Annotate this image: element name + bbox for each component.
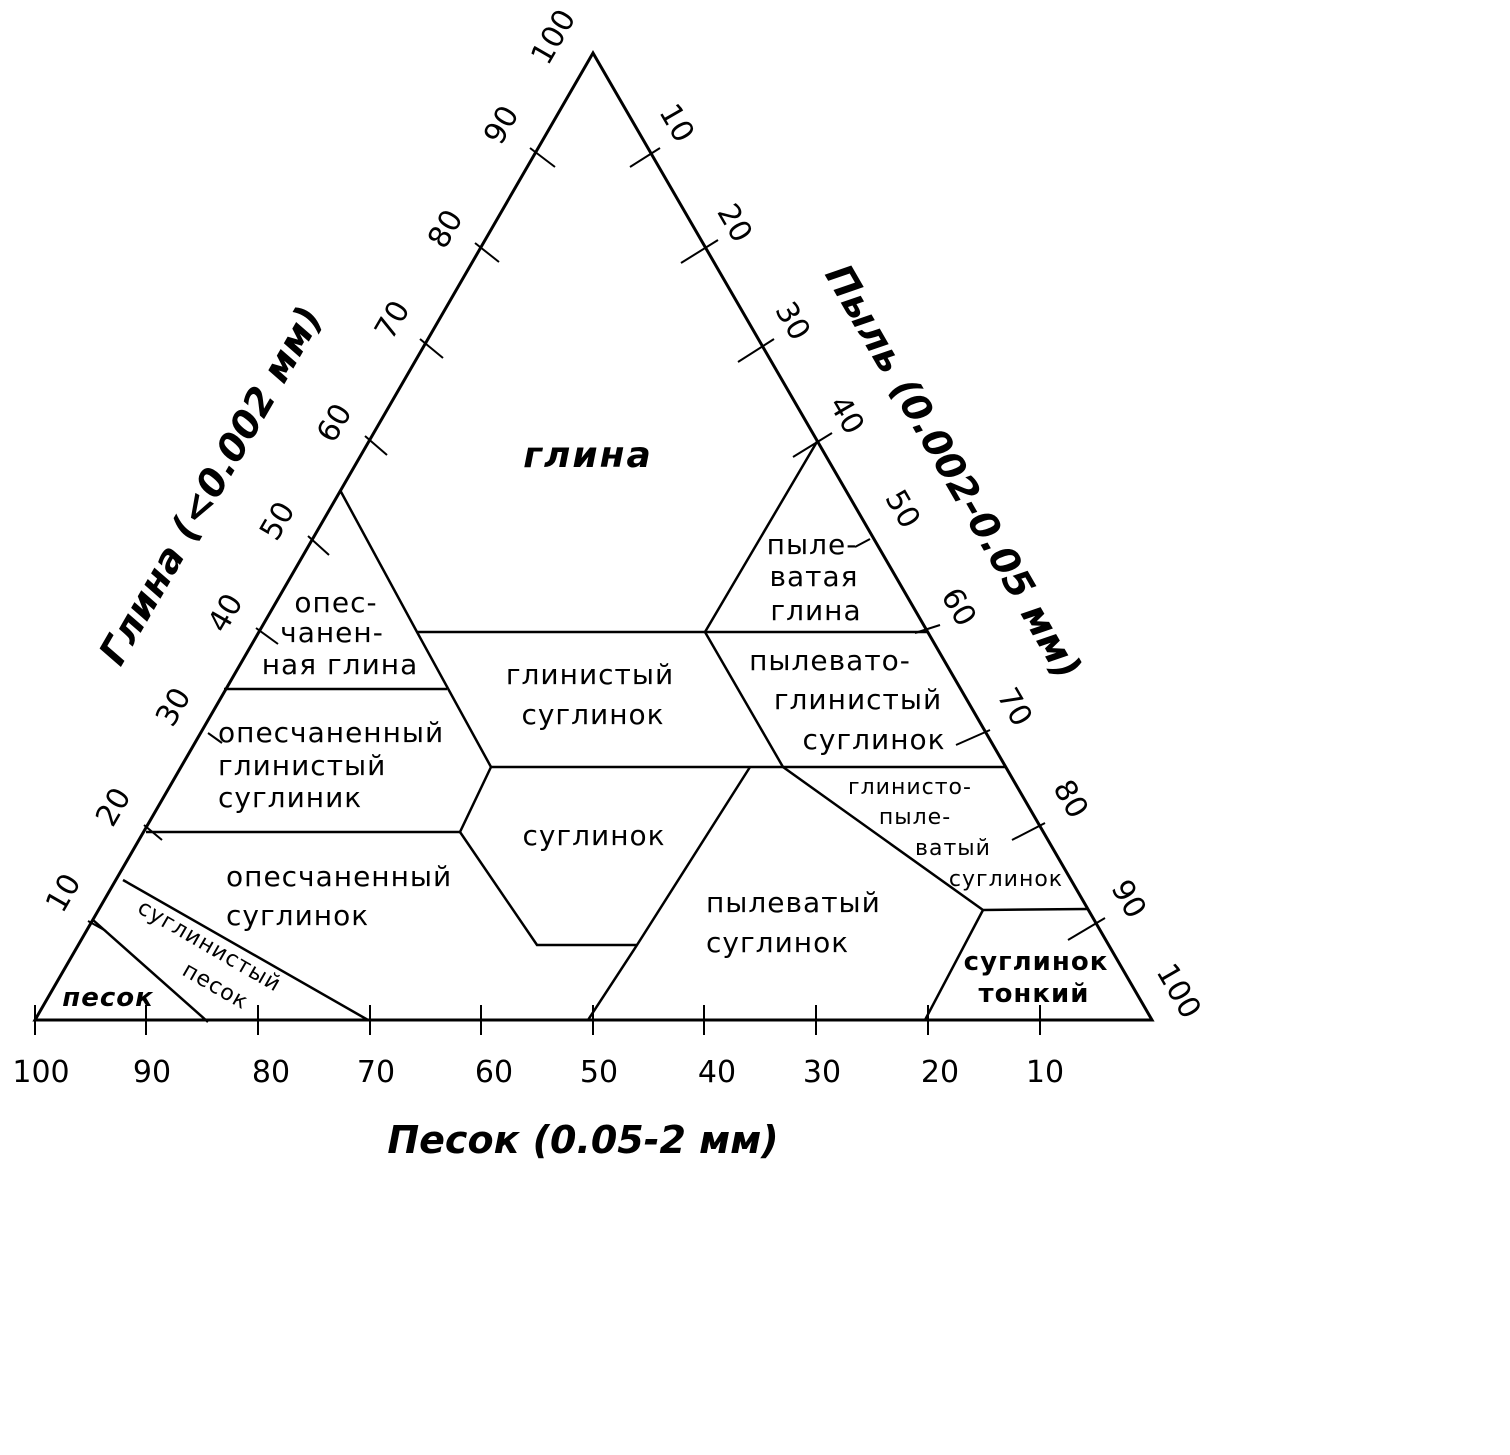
sand-tick-80: 80 bbox=[252, 1055, 290, 1090]
region-labels: глина опес- чанен- ная глина пыле- ватая… bbox=[62, 435, 1109, 1015]
clay-tick-60: 60 bbox=[310, 398, 359, 449]
clay-tick-20: 20 bbox=[89, 782, 138, 833]
svg-text:тонкий: тонкий bbox=[979, 979, 1090, 1009]
svg-text:суглинок: суглинок bbox=[949, 867, 1063, 892]
svg-text:глинистый: глинистый bbox=[218, 749, 386, 782]
silt-tick-90: 90 bbox=[1104, 874, 1153, 925]
svg-text:опесчаненный: опесчаненный bbox=[218, 716, 444, 749]
clay-tick-80: 80 bbox=[421, 204, 470, 255]
svg-text:суглинок: суглинок bbox=[226, 899, 369, 932]
boundary-fine-loam bbox=[923, 909, 985, 1021]
region-fine-loam-label: суглинок тонкий bbox=[964, 947, 1109, 1009]
boundary-loam bbox=[458, 766, 637, 947]
sand-axis-title: Песок (0.05-2 мм) bbox=[387, 1118, 778, 1162]
clay-tick-50: 50 bbox=[253, 496, 302, 547]
svg-text:пыле-: пыле- bbox=[879, 805, 951, 830]
region-silty-clay-label: пыле- ватая глина bbox=[767, 528, 861, 627]
clay-tick-10: 10 bbox=[39, 868, 88, 919]
sand-tick-90: 90 bbox=[133, 1055, 171, 1090]
boundary-silt-loam-left bbox=[586, 766, 752, 1021]
boundary-sandy-loam bbox=[122, 878, 369, 1022]
svg-text:суглинок: суглинок bbox=[706, 926, 849, 959]
svg-text:чанен-: чанен- bbox=[280, 616, 384, 649]
svg-text:ватый: ватый bbox=[915, 836, 991, 861]
sand-tick-70: 70 bbox=[357, 1055, 395, 1090]
svg-text:опесчаненный: опесчаненный bbox=[226, 860, 452, 893]
svg-text:ватая: ватая bbox=[770, 560, 859, 593]
clay-tick-30: 30 bbox=[149, 682, 198, 733]
svg-text:опес-: опес- bbox=[294, 586, 377, 619]
sand-axis-labels: 100 90 80 70 60 50 40 30 20 10 bbox=[12, 1055, 1064, 1090]
svg-text:глинистый: глинистый bbox=[506, 658, 674, 691]
sand-tick-60: 60 bbox=[475, 1055, 513, 1090]
clay-tick-100: 100 bbox=[524, 4, 583, 71]
clay-axis-ticks bbox=[87, 147, 556, 932]
svg-text:суглиник: суглиник bbox=[218, 781, 362, 814]
clay-tick-90: 90 bbox=[477, 100, 526, 151]
boundary-silty-clay bbox=[703, 439, 820, 768]
silt-tick-60: 60 bbox=[934, 582, 983, 633]
svg-text:глина: глина bbox=[770, 594, 861, 627]
region-sandy-clay-label: опес- чанен- ная глина bbox=[262, 586, 418, 681]
silt-tick-70: 70 bbox=[990, 682, 1039, 733]
silt-tick-80: 80 bbox=[1046, 774, 1095, 825]
svg-text:пыле-: пыле- bbox=[767, 528, 858, 561]
region-sandy-clay-loam-label: опесчаненный глинистый суглиник bbox=[218, 716, 444, 814]
region-silty-clay-loam-label: пылевато- глинистый суглинок bbox=[749, 644, 945, 756]
silt-tick-40: 40 bbox=[822, 390, 871, 441]
svg-text:пылеватый: пылеватый bbox=[706, 886, 881, 919]
region-clay-label: глина bbox=[523, 435, 653, 476]
sand-tick-40: 40 bbox=[698, 1055, 736, 1090]
region-clay-silt-loam-label: глинисто- пыле- ватый суглинок bbox=[848, 775, 1063, 892]
region-loam-label: суглинок bbox=[522, 819, 665, 852]
clay-tick-40: 40 bbox=[201, 588, 250, 639]
clay-tick-70: 70 bbox=[368, 295, 417, 346]
region-boundaries bbox=[92, 439, 1088, 1023]
sand-tick-20: 20 bbox=[921, 1055, 959, 1090]
svg-text:суглинок: суглинок bbox=[521, 698, 664, 731]
silt-tick-30: 30 bbox=[768, 296, 817, 347]
sand-axis-ticks bbox=[34, 1005, 1041, 1035]
sand-tick-30: 30 bbox=[803, 1055, 841, 1090]
silt-tick-100: 100 bbox=[1149, 958, 1208, 1025]
sand-tick-50: 50 bbox=[580, 1055, 618, 1090]
region-clay-loam-label: глинистый суглинок bbox=[506, 658, 674, 731]
svg-text:суглинок: суглинок bbox=[802, 723, 945, 756]
sand-tick-100: 100 bbox=[12, 1055, 69, 1090]
silt-tick-50: 50 bbox=[878, 484, 927, 535]
svg-text:ная глина: ная глина bbox=[262, 648, 418, 681]
silt-axis-ticks bbox=[629, 147, 1106, 941]
silt-tick-10: 10 bbox=[652, 98, 701, 149]
region-sand-label: песок bbox=[62, 983, 154, 1013]
sand-tick-10: 10 bbox=[1026, 1055, 1064, 1090]
region-silt-loam-label: пылеватый суглинок bbox=[706, 886, 881, 959]
svg-text:пылевато-: пылевато- bbox=[749, 644, 911, 677]
boundary-loamy-sand bbox=[92, 919, 209, 1023]
svg-text:глинистый: глинистый bbox=[774, 683, 942, 716]
region-sandy-loam-label: опесчаненный суглинок bbox=[226, 860, 452, 932]
svg-text:суглинок: суглинок bbox=[964, 947, 1109, 977]
svg-text:глинисто-: глинисто- bbox=[848, 775, 972, 800]
